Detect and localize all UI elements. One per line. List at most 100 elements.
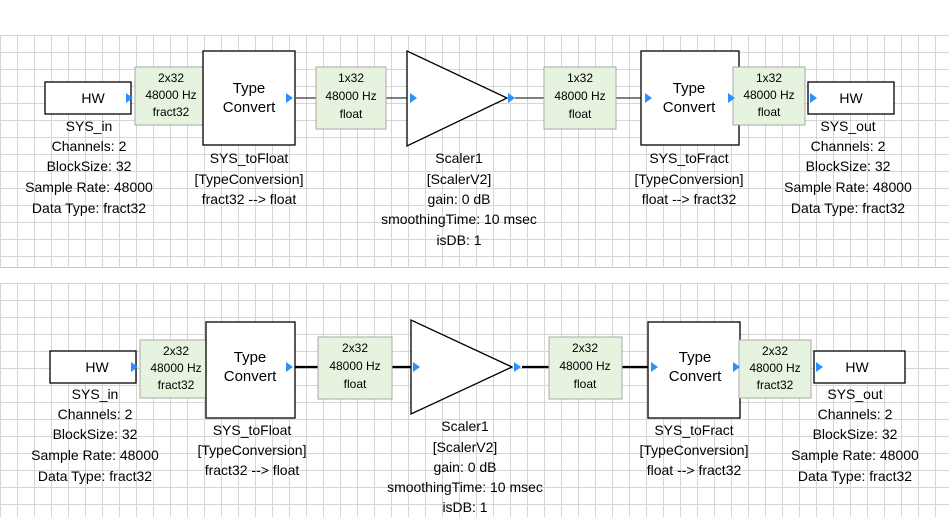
pin-rate-text: 48000 Hz: [145, 88, 196, 102]
scaler-properties: Scaler1 [ScalerV2] gain: 0 dB smoothingT…: [381, 150, 537, 248]
output-pin-icon[interactable]: [728, 93, 735, 103]
input-pin-icon[interactable]: [410, 93, 417, 103]
to-fract-properties: SYS_toFract [TypeConversion] float --> f…: [635, 150, 744, 207]
scaler-block[interactable]: [410, 318, 521, 416]
output-pin-icon[interactable]: [733, 362, 740, 372]
pin-size-text: 2x32: [158, 71, 184, 85]
hw-input-label: HW: [81, 90, 105, 106]
property-line: Channels: 2: [818, 406, 893, 422]
layout-panel-bottom: [0, 283, 949, 517]
hw-output-box[interactable]: [813, 350, 906, 384]
type-convert-block[interactable]: Type Convert: [647, 321, 741, 419]
wire-info-box: 1x32 48000 Hz float: [543, 66, 617, 130]
block-title-line: Convert: [663, 99, 716, 116]
sys-out-properties: SYS_out Channels: 2 BlockSize: 32 Sample…: [791, 386, 919, 484]
pin-type-text: fract32: [158, 378, 195, 392]
input-pin-icon[interactable]: [645, 93, 652, 103]
input-pin-icon[interactable]: [816, 362, 823, 372]
output-pin-icon[interactable]: [514, 362, 521, 372]
block-name: Scaler1: [441, 418, 489, 434]
type-convert-block[interactable]: Type Convert: [202, 50, 296, 146]
pin-type-text: fract32: [757, 378, 794, 392]
pin-size-text: 2x32: [762, 344, 788, 358]
property-line: Channels: 2: [52, 138, 127, 154]
property-line: [TypeConversion]: [635, 171, 744, 187]
signal-chain-1: HW 2x32 48000 Hz fract32 Type Convert 1x…: [25, 49, 912, 248]
property-line: Data Type: fract32: [798, 468, 912, 484]
type-convert-block[interactable]: Type Convert: [205, 321, 296, 419]
to-fract-properties: SYS_toFract [TypeConversion] float --> f…: [640, 422, 749, 478]
block-title-line: Type: [679, 349, 712, 366]
hw-output-block[interactable]: HW: [807, 81, 895, 115]
hw-input-label: HW: [85, 359, 109, 375]
scaler-block[interactable]: [406, 49, 515, 148]
property-line: Data Type: fract32: [791, 200, 905, 216]
block-name: SYS_in: [72, 386, 119, 402]
block-title-line: Type: [233, 80, 266, 97]
property-line: Channels: 2: [811, 138, 886, 154]
output-pin-icon[interactable]: [131, 362, 138, 372]
property-line: BlockSize: 32: [53, 426, 138, 442]
scaler-triangle-icon[interactable]: [406, 49, 509, 148]
input-pin-icon[interactable]: [413, 362, 420, 372]
pin-size-text: 1x32: [567, 71, 593, 85]
pin-type-text: float: [340, 107, 363, 121]
property-line: gain: 0 dB: [427, 191, 490, 207]
property-line: [TypeConversion]: [195, 171, 304, 187]
property-line: BlockSize: 32: [47, 158, 132, 174]
property-line: [TypeConversion]: [640, 442, 749, 458]
input-pin-icon[interactable]: [810, 93, 817, 103]
block-title-line: Type: [234, 349, 267, 366]
block-name: SYS_toFloat: [213, 422, 292, 438]
output-pin-icon[interactable]: [508, 93, 515, 103]
property-line: BlockSize: 32: [806, 158, 891, 174]
block-name: SYS_in: [66, 118, 113, 134]
wire-info-box: 2x32 48000 Hz fract32: [738, 339, 812, 399]
hw-input-block[interactable]: HW: [44, 81, 133, 115]
property-line: Sample Rate: 48000: [791, 447, 919, 463]
sys-in-properties: SYS_in Channels: 2 BlockSize: 32 Sample …: [31, 386, 159, 484]
property-line: [ScalerV2]: [433, 439, 498, 455]
type-convert-block[interactable]: Type Convert: [640, 50, 740, 146]
wire-info-box: 1x32 48000 Hz float: [315, 66, 387, 130]
property-line: Sample Rate: 48000: [25, 179, 153, 195]
output-pin-icon[interactable]: [126, 93, 133, 103]
pin-rate-text: 48000 Hz: [559, 359, 610, 373]
property-line: Channels: 2: [58, 406, 133, 422]
pin-size-text: 1x32: [756, 71, 782, 85]
pin-rate-text: 48000 Hz: [329, 359, 380, 373]
hw-input-block[interactable]: HW: [49, 350, 138, 384]
pin-size-text: 1x32: [338, 71, 364, 85]
to-float-properties: SYS_toFloat [TypeConversion] fract32 -->…: [195, 150, 304, 207]
hw-output-label: HW: [845, 359, 869, 375]
block-title-line: Convert: [224, 368, 277, 385]
pin-type-text: fract32: [153, 105, 190, 119]
property-line: isDB: 1: [436, 232, 481, 248]
output-pin-icon[interactable]: [286, 93, 293, 103]
pin-size-text: 2x32: [163, 344, 189, 358]
scaler-triangle-icon[interactable]: [410, 318, 514, 416]
property-line: fract32 --> float: [205, 462, 300, 478]
block-title-line: Convert: [669, 368, 722, 385]
property-line: isDB: 1: [442, 499, 487, 515]
pin-rate-text: 48000 Hz: [554, 89, 605, 103]
pin-rate-text: 48000 Hz: [743, 88, 794, 102]
output-pin-icon[interactable]: [286, 362, 293, 372]
pin-size-text: 2x32: [342, 341, 368, 355]
property-line: Sample Rate: 48000: [784, 179, 912, 195]
hw-output-box[interactable]: [807, 81, 895, 115]
pin-rate-text: 48000 Hz: [325, 89, 376, 103]
block-title-line: Convert: [223, 99, 276, 116]
block-name: SYS_toFloat: [210, 150, 289, 166]
panel-separator: [0, 267, 949, 268]
block-name: SYS_out: [827, 386, 882, 402]
property-line: smoothingTime: 10 msec: [387, 479, 543, 495]
scaler-properties: Scaler1 [ScalerV2] gain: 0 dB smoothingT…: [387, 418, 543, 515]
to-float-properties: SYS_toFloat [TypeConversion] fract32 -->…: [198, 422, 307, 478]
hw-output-block[interactable]: HW: [813, 350, 906, 384]
property-line: Data Type: fract32: [32, 200, 146, 216]
input-pin-icon[interactable]: [651, 362, 658, 372]
wire-info-box: 2x32 48000 Hz float: [548, 336, 623, 400]
wire-info-box: 2x32 48000 Hz float: [317, 336, 393, 400]
pin-type-text: float: [574, 377, 597, 391]
